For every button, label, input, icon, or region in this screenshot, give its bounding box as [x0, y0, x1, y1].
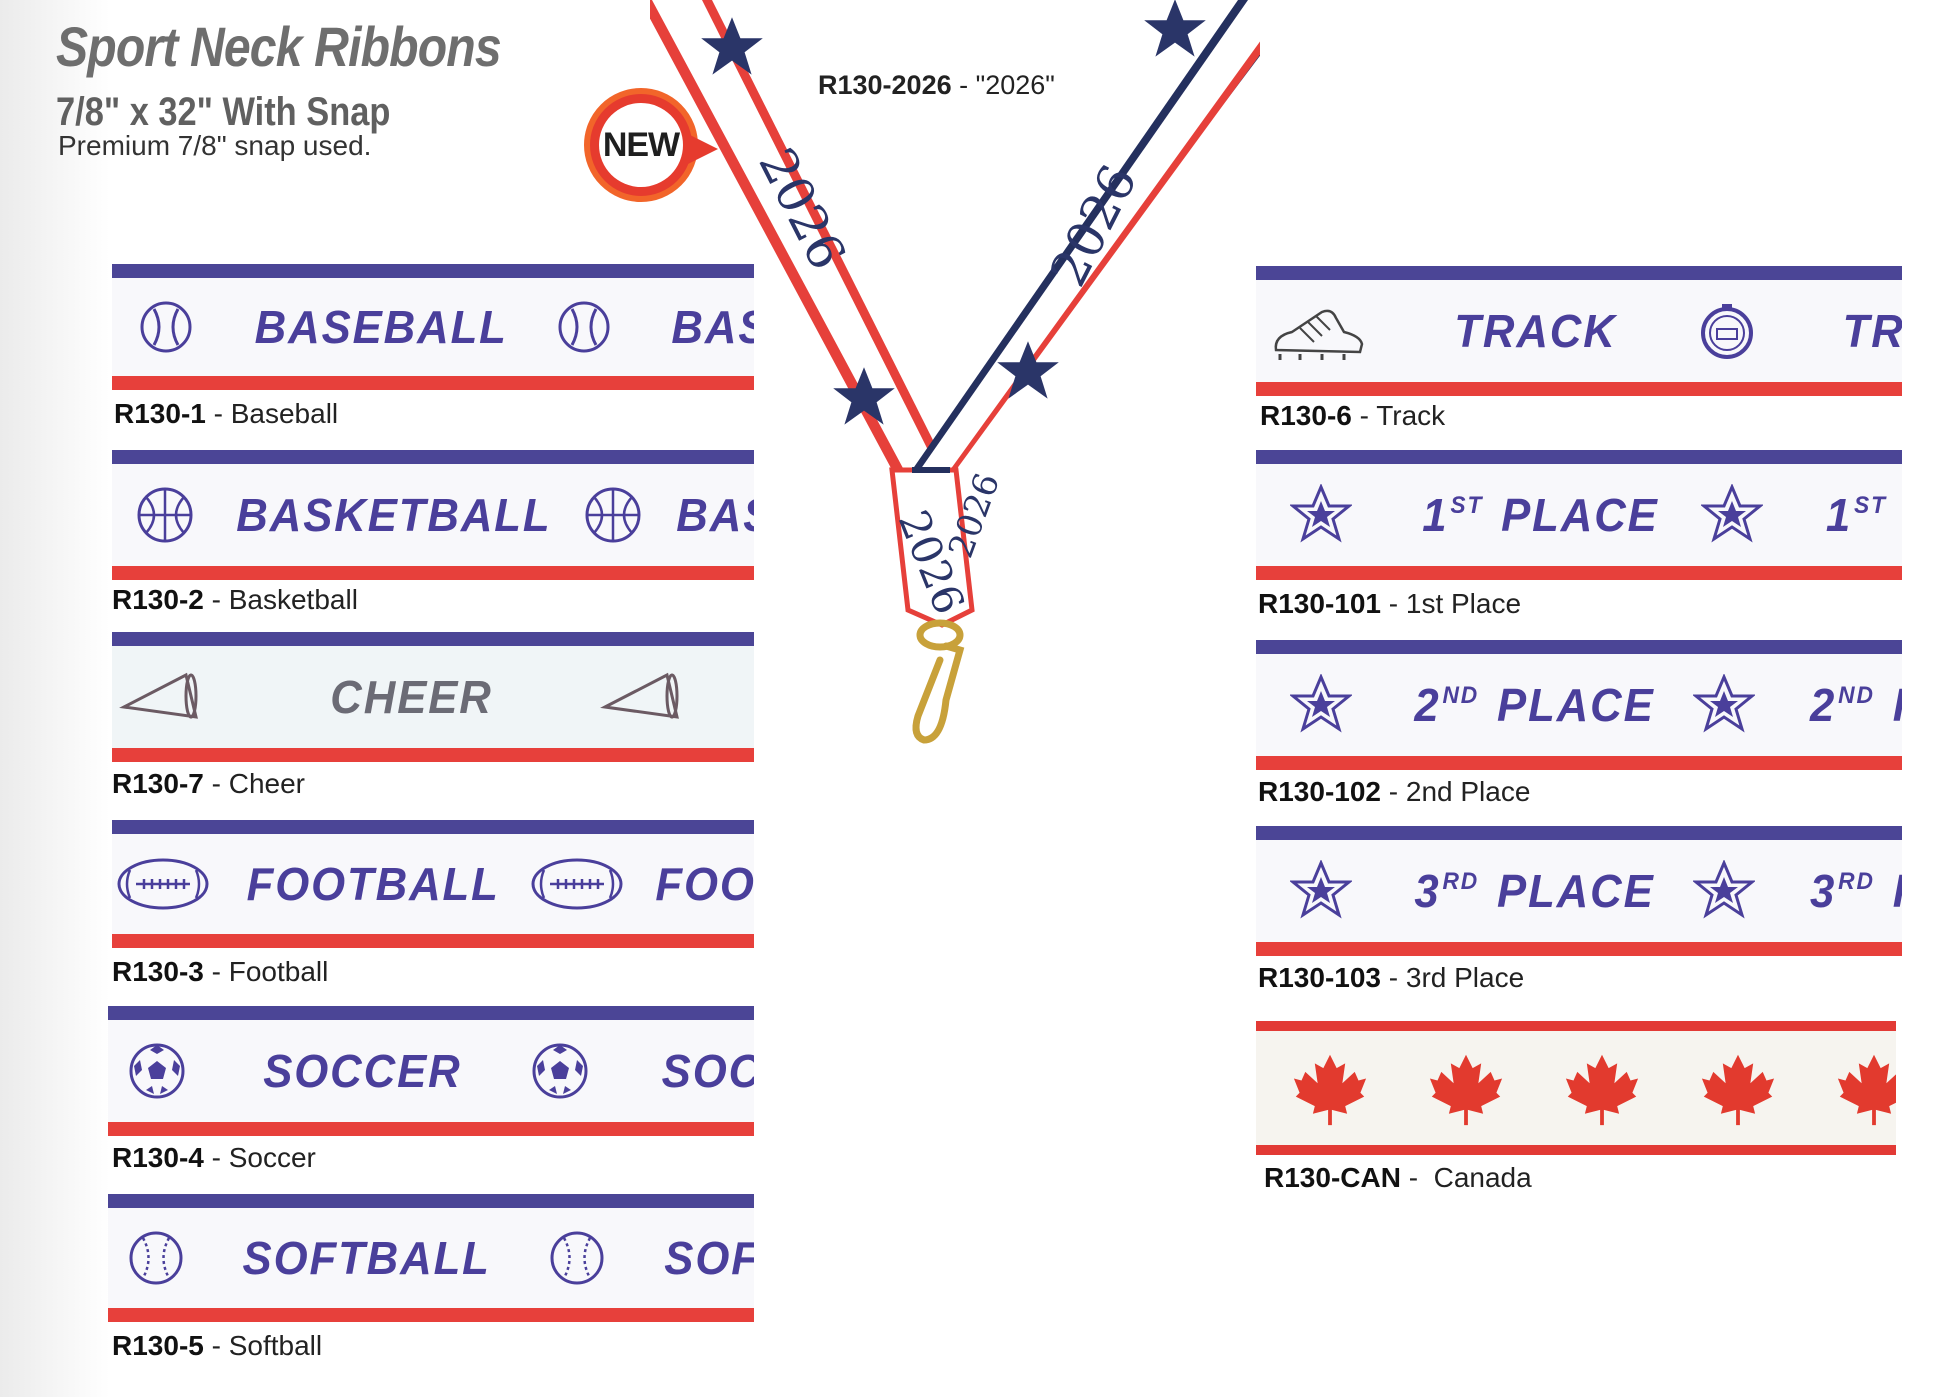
- star-icon: [1700, 484, 1763, 543]
- star-icon: [997, 341, 1059, 399]
- maple-leaf-icon: [1701, 1054, 1775, 1126]
- ribbon-1st-place: 1ST PLACE 1ST P: [1256, 450, 1902, 580]
- caption-canada: R130-CAN - Canada: [1264, 1162, 1532, 1193]
- maple-leaf-row: [1292, 1051, 1896, 1127]
- ribbon-word-repeat: 3RD P: [1809, 865, 1902, 917]
- caption-soccer: R130-4 - Soccer: [112, 1142, 316, 1173]
- megaphone-icon: [600, 672, 679, 719]
- baseball-icon: [558, 301, 610, 353]
- ribbon-word: CHEER: [330, 671, 493, 723]
- soccer-ball-icon: [532, 1043, 588, 1099]
- ribbon-word-repeat: TR: [1842, 305, 1902, 357]
- star-icon: [1692, 674, 1755, 733]
- new-badge: NEW: [584, 88, 718, 202]
- ribbon-3rd-place: 3RD PLACE 3RD P: [1256, 826, 1902, 956]
- caption-basketball: R130-2 - Basketball: [112, 584, 358, 615]
- ribbon-word-repeat: SOC: [661, 1045, 754, 1097]
- baseball-icon: [140, 301, 192, 353]
- new-badge-label: NEW: [599, 103, 683, 187]
- caption-2nd-place: R130-102 - 2nd Place: [1258, 776, 1531, 807]
- star-icon: [1290, 674, 1352, 733]
- ribbon-word: SOFTBALL: [242, 1232, 491, 1284]
- ribbon-word-repeat: BASE: [671, 301, 754, 353]
- ribbon-word: BASEBALL: [254, 301, 508, 353]
- maple-leaf-icon: [1837, 1054, 1896, 1126]
- snap-note: Premium 7/8" snap used.: [58, 130, 372, 161]
- lanyard-right-face: [920, 0, 1260, 470]
- lanyard-code: R130-2026: [818, 70, 952, 100]
- maple-leaf-icon: [1565, 1054, 1639, 1126]
- stopwatch-icon: [1700, 304, 1753, 359]
- page-edge-shade: [0, 0, 110, 1397]
- star-icon: [1692, 860, 1755, 919]
- ribbon-word: 3RD PLACE: [1414, 865, 1655, 917]
- ribbon-word: SOCCER: [263, 1045, 462, 1097]
- lanyard-2026-image: 2026 2026 2026 2026: [650, 0, 1260, 744]
- ribbon-track: TRACK TR: [1256, 266, 1902, 396]
- ribbon-2nd-place: 2ND PLACE 2ND P: [1256, 640, 1902, 770]
- ribbon-word: 1ST PLACE: [1422, 489, 1659, 541]
- star-icon: [701, 17, 763, 75]
- ribbon-baseball: BASEBALL BASE: [112, 264, 754, 390]
- snap-hook-icon: [912, 619, 965, 744]
- lanyard-caption: R130-2026 - "2026": [818, 70, 1055, 101]
- star-icon: [1290, 484, 1352, 543]
- basketball-icon: [137, 487, 193, 543]
- ribbon-football: FOOTBALL FOOT: [112, 820, 754, 948]
- megaphone-icon: [119, 672, 198, 719]
- page-subtitle: 7/8" x 32" With Snap: [56, 90, 391, 134]
- caption-3rd-place: R130-103 - 3rd Place: [1258, 962, 1525, 993]
- caption-football: R130-3 - Football: [112, 956, 329, 987]
- football-icon: [117, 858, 209, 910]
- maple-leaf-icon: [1293, 1054, 1367, 1126]
- ribbon-word: 2ND PLACE: [1414, 679, 1655, 731]
- basketball-icon: [585, 487, 641, 543]
- caption-cheer: R130-7 - Cheer: [112, 768, 305, 799]
- ribbon-word-repeat: FOOT: [655, 858, 754, 910]
- caption-baseball: R130-1 - Baseball: [114, 398, 339, 429]
- star-icon: [1290, 860, 1352, 919]
- ribbon-word-repeat: SOFT: [664, 1232, 754, 1284]
- softball-icon: [550, 1231, 604, 1285]
- star-icon: [833, 367, 895, 425]
- ribbon-word-repeat: BASKE: [676, 489, 754, 541]
- caption-1st-place: R130-101 - 1st Place: [1258, 588, 1522, 619]
- page-title: Sport Neck Ribbons: [56, 15, 502, 78]
- lanyard-left-face: [652, 0, 938, 470]
- lanyard-stars: [701, 0, 1206, 425]
- ribbon-word: TRACK: [1454, 305, 1617, 357]
- caption-softball: R130-5 - Softball: [112, 1330, 323, 1361]
- ribbon-soccer: SOCCER SOC: [108, 1006, 754, 1136]
- ribbon-word-repeat: 1ST P: [1825, 489, 1887, 541]
- star-icon: [1144, 0, 1206, 57]
- softball-icon: [129, 1231, 183, 1285]
- maple-leaf-icon: [1429, 1054, 1503, 1126]
- ribbon-basketball: BASKETBALL BASKE: [112, 450, 754, 580]
- track-shoe-icon: [1274, 309, 1364, 360]
- ribbon-word-repeat: 2ND P: [1809, 679, 1902, 731]
- ribbon-softball: SOFTBALL SOFT: [108, 1194, 754, 1322]
- ribbon-word: BASKETBALL: [236, 489, 552, 541]
- ribbon-canada: [1256, 1021, 1896, 1155]
- soccer-ball-icon: [129, 1043, 185, 1099]
- ribbon-word: FOOTBALL: [246, 858, 500, 910]
- caption-track: R130-6 - Track: [1260, 400, 1446, 431]
- lanyard-desc: - "2026": [951, 70, 1055, 100]
- ribbon-cheer: CHEER: [112, 632, 754, 762]
- football-icon: [531, 858, 623, 910]
